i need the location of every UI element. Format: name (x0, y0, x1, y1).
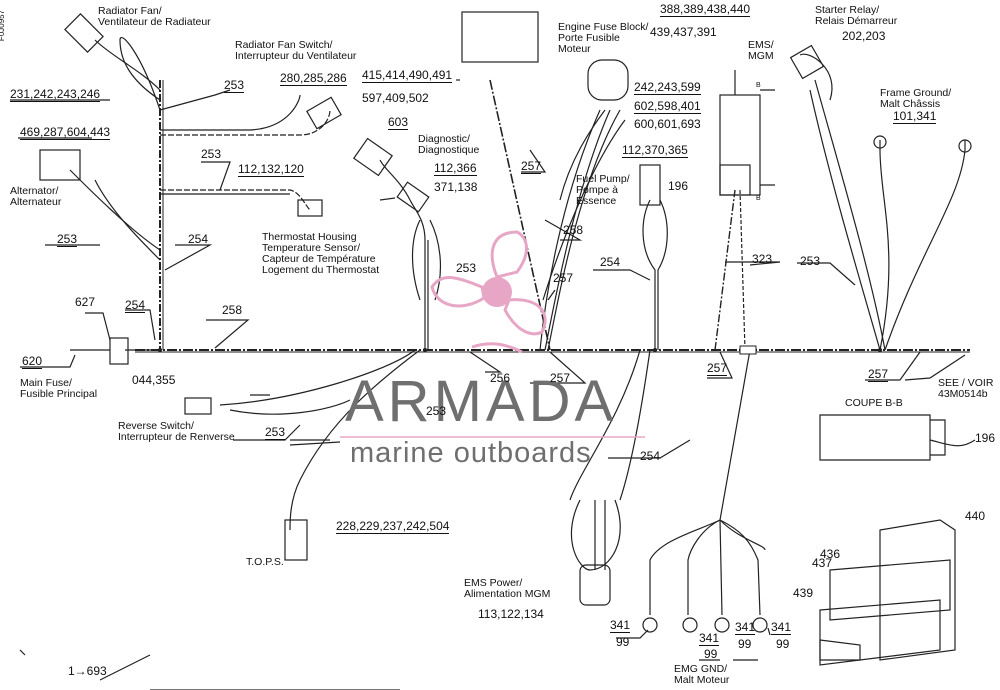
starter-relay-parts: 202,203 (842, 29, 886, 43)
ground-99-b: 99 (704, 647, 718, 661)
wire-257-e: 257 (868, 367, 889, 382)
main-fuse-label: Main Fuse/Fusible Principal (20, 377, 98, 400)
alternator-parts: 469,287,604,443 (20, 125, 111, 140)
marker-b-top: B (756, 82, 761, 89)
radiator-fan-switch-parts: 280,285,286 (280, 71, 347, 86)
tops-parts: 228,229,237,242,504 (336, 519, 450, 534)
part-436: 436 (820, 547, 841, 561)
wire-253-c: 253 (57, 232, 78, 247)
marker-b-bottom: B (756, 195, 761, 202)
watermark-tagline: marine outboards (350, 437, 592, 469)
wire-257-b: 257 (553, 271, 574, 285)
reverse-switch-label: Reverse Switch/Interrupteur de Renverse (118, 420, 235, 443)
watermark-title: ARMADA (345, 369, 618, 434)
wire-254-d: 254 (640, 449, 661, 463)
emg-gnd-label: EMG GND/Malt Moteur (674, 663, 730, 686)
wire-253-b: 253 (201, 147, 222, 161)
ground-341-b: 341 (699, 631, 720, 646)
part-440: 440 (965, 509, 986, 523)
part-437: 437 (812, 556, 833, 570)
wire-257-c: 257 (550, 371, 571, 385)
ground-99-c: 99 (738, 637, 752, 651)
wire-253-g: 253 (800, 254, 821, 268)
diagnostic-number: 603 (388, 115, 409, 130)
part-439: 439 (793, 586, 814, 600)
ground-99-a: 99 (616, 635, 630, 649)
figure-id: F0J0957 (0, 9, 7, 42)
wire-258-b: 258 (563, 223, 584, 237)
fuel-pump-parts: 112,370,365 (622, 143, 688, 158)
ems-parts-b: 439,437,391 (650, 25, 717, 39)
alternator-label: Alternator/Alternateur (10, 185, 62, 208)
reverse-switch-parts: 044,355 (132, 373, 176, 387)
wire-253-f: 253 (265, 425, 286, 440)
frame-ground-label: Frame Ground/Malt Châssis (880, 87, 952, 110)
ground-341-c: 341 (735, 620, 756, 635)
wire-254-c: 254 (600, 255, 621, 269)
ems-label: EMS/MGM (748, 39, 774, 62)
wire-196-a: 196 (668, 179, 689, 193)
relay-parts-a: 242,243,599 (634, 80, 701, 95)
relay-parts-c: 600,601,693 (634, 117, 701, 131)
fuse-parts-b: 597,409,502 (362, 91, 429, 105)
wire-254-a: 254 (188, 232, 209, 246)
part-627: 627 (75, 295, 96, 309)
armada-logo-icon (430, 230, 547, 354)
diagnostic-parts-a: 112,366 (434, 161, 477, 176)
relay-parts-b: 602,598,401 (634, 99, 701, 114)
part-620: 620 (22, 354, 43, 369)
fuse-parts-a: 415,414,490,491 (362, 68, 453, 83)
wire-253-d: 253 (456, 261, 477, 275)
wire-257-d: 257 (707, 361, 728, 376)
radiator-fan-label: Radiator Fan/Ventilateur de Radiateur (98, 5, 211, 28)
frame-ground-parts: 101,341 (893, 109, 937, 124)
diagnostic-parts-b: 371,138 (434, 180, 478, 194)
tops-label: T.O.P.S. (246, 556, 284, 568)
diagnostic-label: Diagnostic/Diagnostique (418, 133, 480, 156)
radiator-fan-switch-label: Radiator Fan Switch/Interrupteur du Vent… (235, 39, 357, 62)
section-label: COUPE B-B (845, 397, 903, 409)
ems-power-label: EMS Power/Alimentation MGM (464, 577, 551, 600)
wire-257-a: 257 (521, 159, 542, 174)
ems-parts-a: 388,389,438,440 (660, 2, 751, 17)
wire-323: 323 (752, 252, 773, 266)
wire-256: 256 (490, 371, 511, 385)
wire-196-b: 196 (975, 431, 996, 445)
wire-253-e: 253 (426, 404, 447, 418)
starter-relay-label: Starter Relay/Relais Démarreur (815, 4, 898, 27)
ground-341-a: 341 (610, 618, 631, 633)
ground-99-d: 99 (776, 637, 790, 651)
ems-power-parts: 113,122,134 (478, 607, 544, 621)
thermostat-parts: 112,132,120 (238, 162, 304, 177)
ref-693: 1→693 (68, 664, 107, 678)
wire-253-a: 253 (224, 78, 245, 93)
ground-341-d: 341 (771, 620, 792, 635)
wire-254-b: 254 (125, 298, 146, 313)
wire-258-a: 258 (222, 303, 243, 317)
radiator-fan-parts: 231,242,243,246 (10, 87, 101, 102)
